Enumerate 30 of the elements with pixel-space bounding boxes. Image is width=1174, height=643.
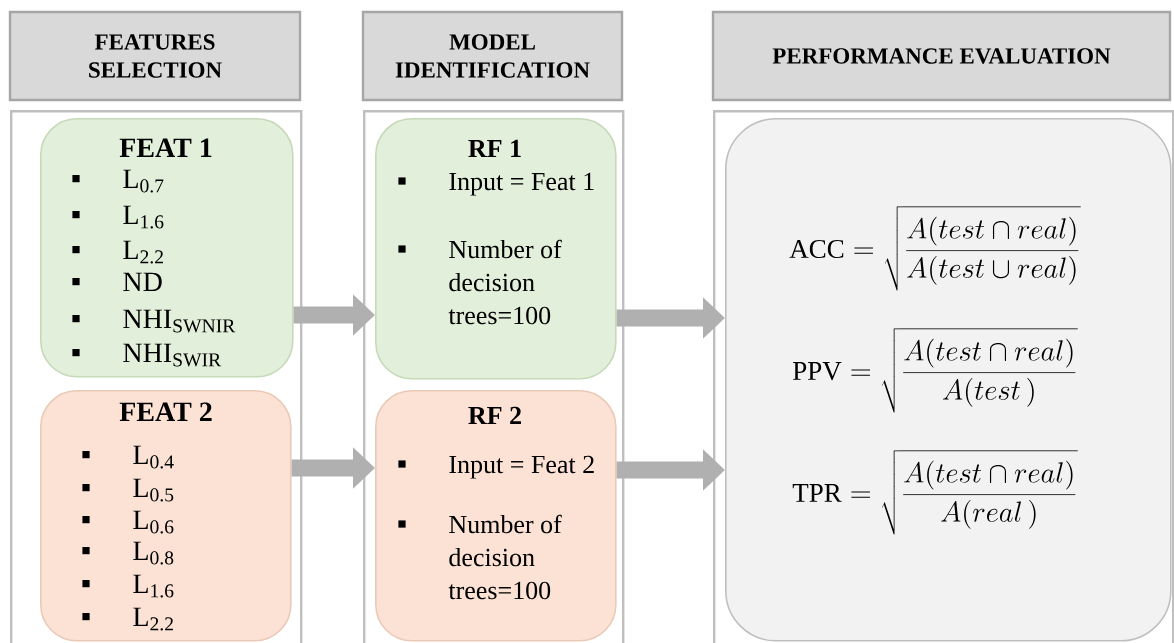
list-item: Number of decision trees=100 — [398, 514, 562, 600]
list-item: L$_{0.5}$ — [82, 478, 174, 502]
feature-box — [40, 390, 292, 642]
formula: $\mathrm{ACC} = \sqrt{\frac{A(test\cap real)}{A(test\cup real)}}$ — [789, 206, 1081, 291]
box-heading: FEAT 2 — [119, 402, 212, 421]
feature-box — [40, 118, 294, 378]
list-item: L$_{2.2}$ — [82, 607, 173, 631]
list-item: Input = Feat 1 — [398, 172, 594, 196]
model-box — [375, 118, 617, 380]
list-item: NHI$_{SWNIR}$ — [72, 309, 236, 333]
list-item: L$_{0.4}$ — [82, 445, 174, 469]
header-box: PERFORMANCE EVALUATION — [711, 10, 1172, 102]
list-item: NHI$_{SWIR}$ — [72, 343, 222, 367]
formula: $\mathrm{PPV} = \sqrt{\frac{A(test\cap real)}{A(test\,)}}$ — [793, 328, 1078, 413]
header-box: FEATURES SELECTION — [8, 10, 302, 102]
list-item: ND — [72, 272, 162, 292]
list-item: Input = Feat 2 — [398, 455, 594, 479]
list-item: L$_{1.6}$ — [72, 205, 164, 229]
formula: $\mathrm{TPR} = \sqrt{\frac{A(test\cap real)}{A(real\,)}}$ — [792, 450, 1078, 535]
list-item: Number of decision trees=100 — [398, 239, 562, 325]
list-item: L$_{1.6}$ — [82, 574, 174, 598]
list-item: L$_{2.2}$ — [72, 240, 163, 264]
header-box: MODEL IDENTIFICATION — [361, 10, 624, 102]
model-box — [375, 390, 617, 642]
list-item: L$_{0.8}$ — [82, 541, 174, 565]
list-item: L$_{0.7}$ — [72, 169, 164, 193]
box-heading: RF 2 — [468, 406, 521, 424]
box-heading: RF 1 — [468, 139, 521, 157]
list-item: L$_{0.6}$ — [82, 510, 174, 534]
box-heading: FEAT 1 — [119, 138, 212, 157]
